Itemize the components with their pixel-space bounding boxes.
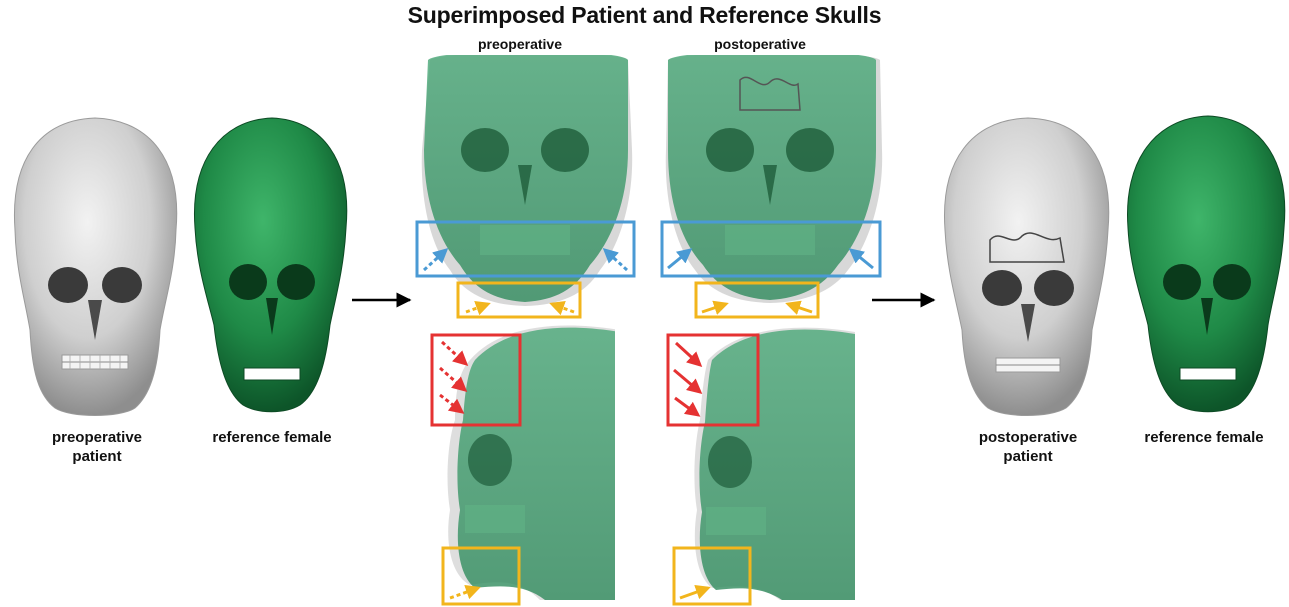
preoperative-lateral-overlay bbox=[448, 325, 620, 600]
caption-reference-female-left: reference female bbox=[192, 428, 352, 447]
postoperative-frontal-overlay bbox=[666, 51, 882, 303]
postoperative-patient-skull bbox=[944, 118, 1108, 416]
reference-female-skull-left bbox=[194, 118, 346, 412]
caption-preoperative-patient-line1: preoperative bbox=[17, 428, 177, 447]
caption-reference-female-right: reference female bbox=[1124, 428, 1284, 447]
reference-female-skull-right bbox=[1128, 116, 1285, 412]
postoperative-lateral-overlay bbox=[694, 328, 855, 600]
caption-postoperative-patient: postoperative patient bbox=[948, 428, 1108, 466]
preoperative-frontal-overlay bbox=[422, 51, 632, 306]
caption-postoperative-patient-line1: postoperative bbox=[948, 428, 1108, 447]
caption-preoperative-patient: preoperative patient bbox=[17, 428, 177, 466]
preoperative-patient-skull bbox=[14, 118, 176, 416]
caption-postoperative-patient-line2: patient bbox=[948, 447, 1108, 466]
caption-preoperative-patient-line2: patient bbox=[17, 447, 177, 466]
